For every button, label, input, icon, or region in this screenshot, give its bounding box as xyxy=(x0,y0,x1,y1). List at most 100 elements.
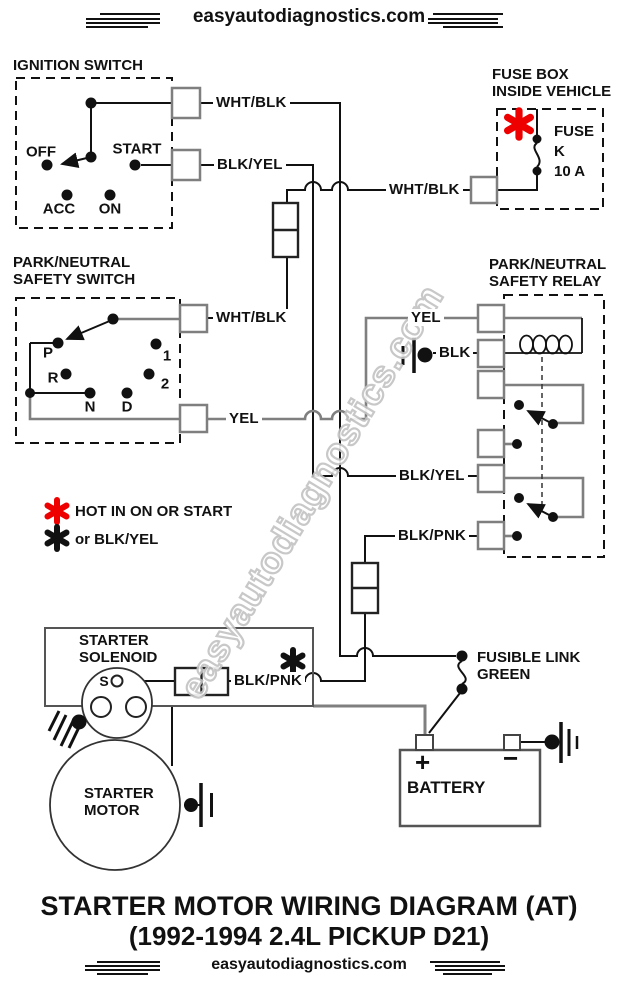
wire-label-pns-whtblk: WHT/BLK xyxy=(213,308,290,326)
relay-terminal-blk xyxy=(476,338,506,369)
pns-connector-whtblk xyxy=(178,303,209,334)
ignition-connector-whtblk xyxy=(170,86,202,120)
header-rule-right-icon xyxy=(428,13,503,28)
pns-n-label: N xyxy=(84,398,96,416)
pns-r-contact xyxy=(60,368,72,380)
fuse-id: K xyxy=(554,142,565,160)
doc-title-line2: (1992-1994 2.4L PICKUP D21) xyxy=(128,921,490,951)
battery-block xyxy=(398,722,579,828)
ignition-start-contact xyxy=(129,159,141,171)
starter-motor xyxy=(49,739,213,871)
pns-1-contact xyxy=(150,338,162,350)
pns-p-label: P xyxy=(42,344,54,362)
legend-hot-text: HOT IN ON OR START xyxy=(75,503,233,520)
relay-terminal-4 xyxy=(476,428,506,459)
fuse-box-title-line2: INSIDE VEHICLE xyxy=(492,83,612,101)
wire-label-ign-whtblk: WHT/BLK xyxy=(213,93,290,111)
battery-minus-sign: − xyxy=(503,743,519,773)
ignition-connector-blkyel xyxy=(170,148,202,182)
wire-label-relay-blkyel: BLK/YEL xyxy=(396,466,468,484)
motor-ground-icon xyxy=(184,783,213,827)
pns-output-wire xyxy=(28,394,180,421)
footer-rule-right-icon xyxy=(430,961,505,975)
pns-d-contact xyxy=(121,387,133,399)
fuse-top-dot xyxy=(532,134,542,144)
ignition-on-contact xyxy=(104,189,116,201)
wire-label-sol-blkpnk: BLK/PNK xyxy=(231,671,306,689)
battery-ground-icon xyxy=(544,722,579,763)
wire-label-pns-yel: YEL xyxy=(226,409,262,427)
fuse-rating: 10 A xyxy=(554,162,586,180)
wire-blkyel xyxy=(200,164,478,477)
solenoid-s-label: S xyxy=(99,673,109,689)
relay-terminal-yel xyxy=(476,303,506,334)
ignition-acc-contact xyxy=(61,189,73,201)
fuse-box xyxy=(496,108,604,210)
pns-r-label: R xyxy=(47,369,59,387)
fusible-link-bottom-dot xyxy=(456,683,468,695)
footer-rule-left-icon xyxy=(85,961,160,975)
relay-title-line2: SAFETY RELAY xyxy=(489,273,602,291)
pns-p-contact xyxy=(52,337,64,349)
pns-n-contact xyxy=(84,387,96,399)
fusible-link-label-line2: GREEN xyxy=(477,666,531,684)
relay-sw2-feed xyxy=(504,476,585,519)
battery-positive-terminal xyxy=(415,734,434,751)
fusible-link-top-dot xyxy=(456,650,468,662)
solenoid-title-line2: SOLENOID xyxy=(79,649,158,667)
motor-title-line1: STARTER xyxy=(84,785,154,802)
solenoid-body xyxy=(81,667,153,739)
fusebox-connector xyxy=(469,175,499,205)
ignition-on-label: ON xyxy=(98,200,122,218)
starter-solenoid xyxy=(44,627,314,749)
legend-hot-asterisk-icon xyxy=(48,500,67,522)
footer-site-name: easyautodiagnostics.com xyxy=(211,956,407,973)
legend-alt-text: or BLK/YEL xyxy=(75,531,159,548)
solenoid-terminal-right xyxy=(125,696,147,718)
inline-connector-solenoid xyxy=(173,666,230,697)
hot-asterisk-fuse-icon xyxy=(508,111,531,137)
fuse-box-title-line1: FUSE BOX xyxy=(492,66,569,83)
relay-internals xyxy=(504,318,583,541)
fuse-label: FUSE xyxy=(554,123,595,140)
pns-title-line2: SAFETY SWITCH xyxy=(13,271,136,289)
relay-terminal-blkyel xyxy=(476,463,506,494)
battery-positive-cable xyxy=(313,704,427,735)
ignition-switch-title: IGNITION SWITCH xyxy=(13,57,143,74)
doc-title-line1: STARTER MOTOR WIRING DIAGRAM (AT) xyxy=(40,891,578,921)
wires-gray xyxy=(28,316,585,735)
ignition-off-label: OFF xyxy=(26,143,56,161)
wire-label-ign-blkyel: BLK/YEL xyxy=(214,155,286,173)
solenoid-alt-asterisk-icon xyxy=(284,650,303,672)
relay-terminal-3 xyxy=(476,369,506,400)
ignition-acc-label: ACC xyxy=(42,200,76,218)
pns-title-line1: PARK/NEUTRAL xyxy=(13,254,131,271)
fusible-link-element xyxy=(428,660,467,734)
battery-negative-terminal xyxy=(503,734,521,751)
inline-connector-upper xyxy=(271,201,300,259)
fuse-element xyxy=(497,109,541,191)
relay-ground-icon xyxy=(401,337,433,373)
park-neutral-relay-box xyxy=(503,294,605,558)
solenoid-s-terminal xyxy=(110,674,124,688)
ignition-off-contact xyxy=(41,159,53,171)
solenoid-terminal-left xyxy=(90,696,112,718)
wire-label-relay-blk: BLK xyxy=(436,343,474,361)
fusible-link-label-line1: FUSIBLE LINK xyxy=(477,649,581,666)
legend-alt-asterisk-icon xyxy=(48,527,67,549)
header-rule-left-icon xyxy=(86,13,160,28)
pns-selector-arm xyxy=(65,319,113,341)
relay-title-line1: PARK/NEUTRAL xyxy=(489,256,607,273)
relay-sw1-feed xyxy=(504,383,585,425)
relay-terminal-blkpnk xyxy=(476,520,506,551)
fuse-bottom-dot xyxy=(532,166,542,176)
pns-1-label: 1 xyxy=(162,347,172,365)
pns-contacts xyxy=(25,313,162,399)
battery-plus-sign: + xyxy=(415,747,431,777)
header-site-name: easyautodiagnostics.com xyxy=(192,6,426,27)
wire-whtblk-main xyxy=(200,102,456,657)
inline-connector-middle xyxy=(350,561,380,615)
wire-yel xyxy=(207,316,478,421)
